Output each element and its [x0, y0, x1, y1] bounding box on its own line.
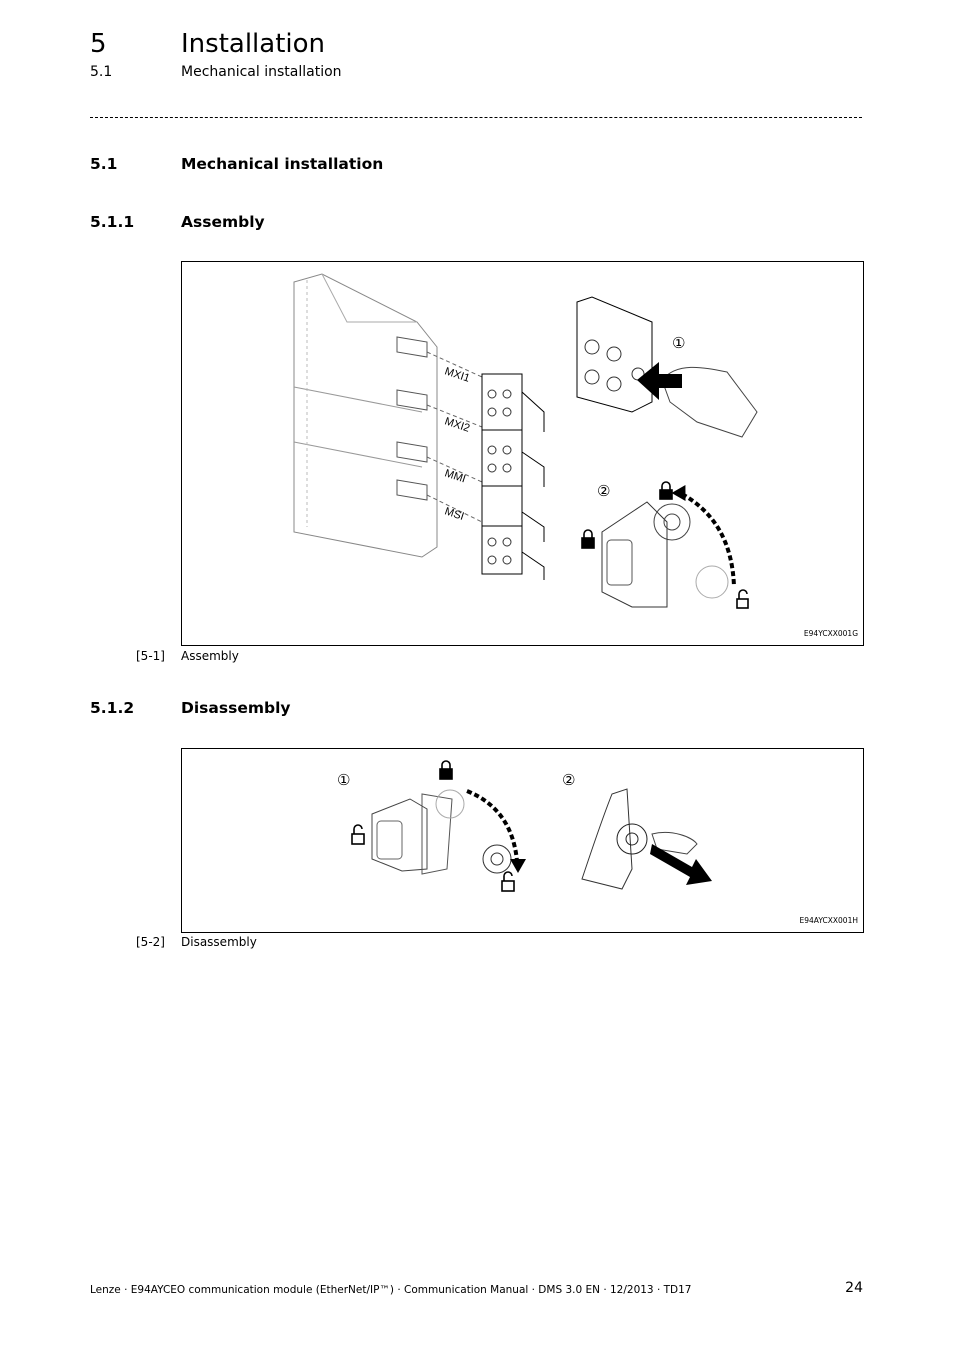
- section-number-5-1-2: 5.1.2: [90, 699, 135, 717]
- step-marker-2: ②: [562, 771, 575, 789]
- figure-code: E94AYCXX001H: [799, 916, 858, 925]
- assembly-figure: MXI1 MXI2 MMI MSI ① ② E94YCXX001G: [181, 261, 864, 646]
- section-number-5-1: 5.1: [90, 155, 118, 173]
- section-title-5-1: Mechanical installation: [181, 155, 384, 173]
- chapter-title: Installation: [181, 29, 326, 59]
- figure-caption-text: Disassembly: [181, 935, 257, 949]
- step-marker-2: ②: [597, 482, 610, 500]
- figure-caption-number: [5-1]: [136, 649, 165, 663]
- disassembly-illustration: ① ②: [337, 760, 712, 892]
- slot-label-mxi2: MXI2: [443, 415, 471, 434]
- footer-text: Lenze · E94AYCEO communication module (E…: [90, 1284, 692, 1296]
- assembly-illustration: MXI1 MXI2 MMI MSI ① ②: [293, 273, 758, 609]
- section-title-5-1-1: Assembly: [181, 213, 265, 231]
- step-marker-1: ①: [672, 334, 685, 352]
- step-marker-1: ①: [337, 771, 350, 789]
- page-number: 24: [845, 1280, 863, 1296]
- figure-code: E94YCXX001G: [803, 629, 858, 638]
- header-section-number: 5.1: [90, 64, 113, 80]
- slot-label-mxi1: MXI1: [443, 365, 471, 384]
- slot-label-mmi: MMI: [443, 467, 467, 485]
- header-section-title: Mechanical installation: [181, 64, 342, 80]
- figure-caption-text: Assembly: [181, 649, 239, 663]
- disassembly-figure: ① ② E94AYCXX001H: [181, 748, 864, 933]
- section-number-5-1-1: 5.1.1: [90, 213, 135, 231]
- slot-label-msi: MSI: [443, 505, 465, 522]
- figure-caption-number: [5-2]: [136, 935, 165, 949]
- header-divider: [90, 117, 862, 118]
- section-title-5-1-2: Disassembly: [181, 699, 291, 717]
- chapter-number: 5: [90, 29, 107, 59]
